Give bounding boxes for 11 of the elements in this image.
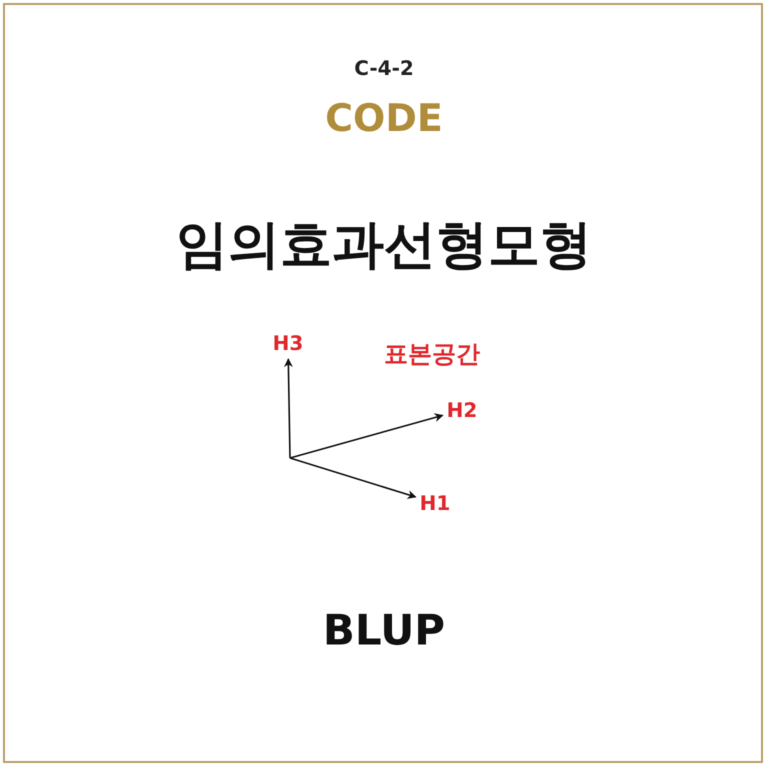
arrow [290,457,417,499]
axis-label: H3 [268,327,308,359]
arrow [284,358,293,458]
code-number: C-4-2 [354,56,414,80]
section-label: CODE [325,96,443,140]
title: 임의효과선형모형 [176,214,592,277]
abbreviation-label: BLUP [322,606,446,654]
axis-label: H2 [442,394,482,426]
space-label: 표본공간 [384,339,480,370]
arrow [290,413,444,459]
axis-label: H1 [416,487,454,519]
